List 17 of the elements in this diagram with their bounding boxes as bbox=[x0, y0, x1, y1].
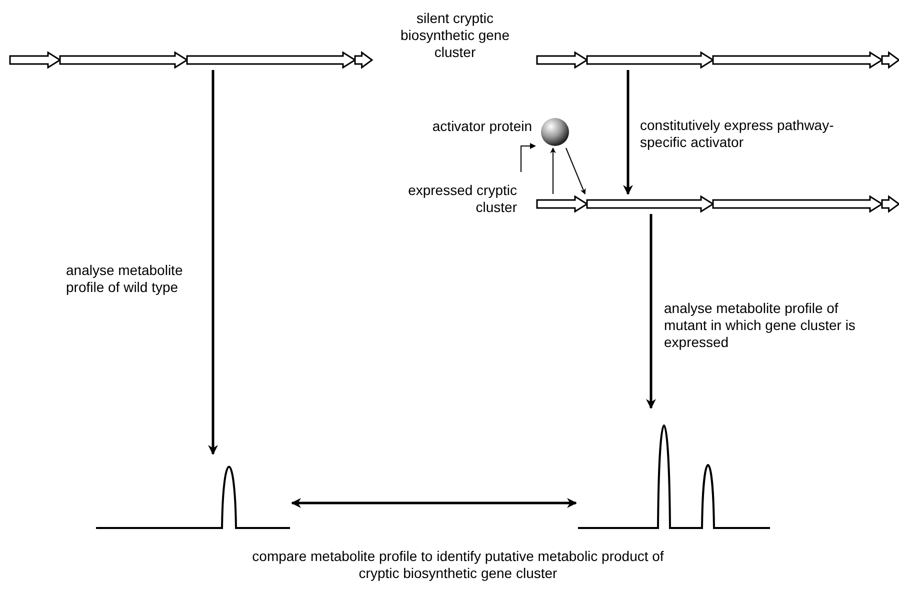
arrow bbox=[291, 498, 577, 508]
edge-label: constitutively express pathway-specific activator bbox=[640, 117, 835, 151]
node-caption: expressed cryptic cluster bbox=[407, 182, 517, 216]
edge-label: analyse metabolite profile of mutant in which gene cluster is expressed bbox=[664, 300, 856, 351]
arrow bbox=[550, 147, 556, 194]
arrow bbox=[646, 214, 656, 409]
arrow bbox=[623, 70, 633, 195]
gene-cluster-drawing bbox=[537, 196, 899, 212]
arrow bbox=[566, 148, 586, 195]
edge-label: analyse metabolite profile of wild type bbox=[66, 262, 184, 296]
activator-protein-sphere bbox=[541, 118, 569, 146]
edge-label: compare metabolite profile to identify putative metabolic product of cryptic biosynthetic gene cluster bbox=[251, 548, 665, 582]
gene-cluster-label: silent cryptic biosynthetic gene cluster bbox=[400, 10, 510, 61]
node-caption: activator protein bbox=[431, 118, 532, 135]
gene-cluster-drawing bbox=[537, 52, 899, 68]
gene-cluster-drawing bbox=[10, 52, 372, 68]
arrow bbox=[208, 70, 218, 455]
